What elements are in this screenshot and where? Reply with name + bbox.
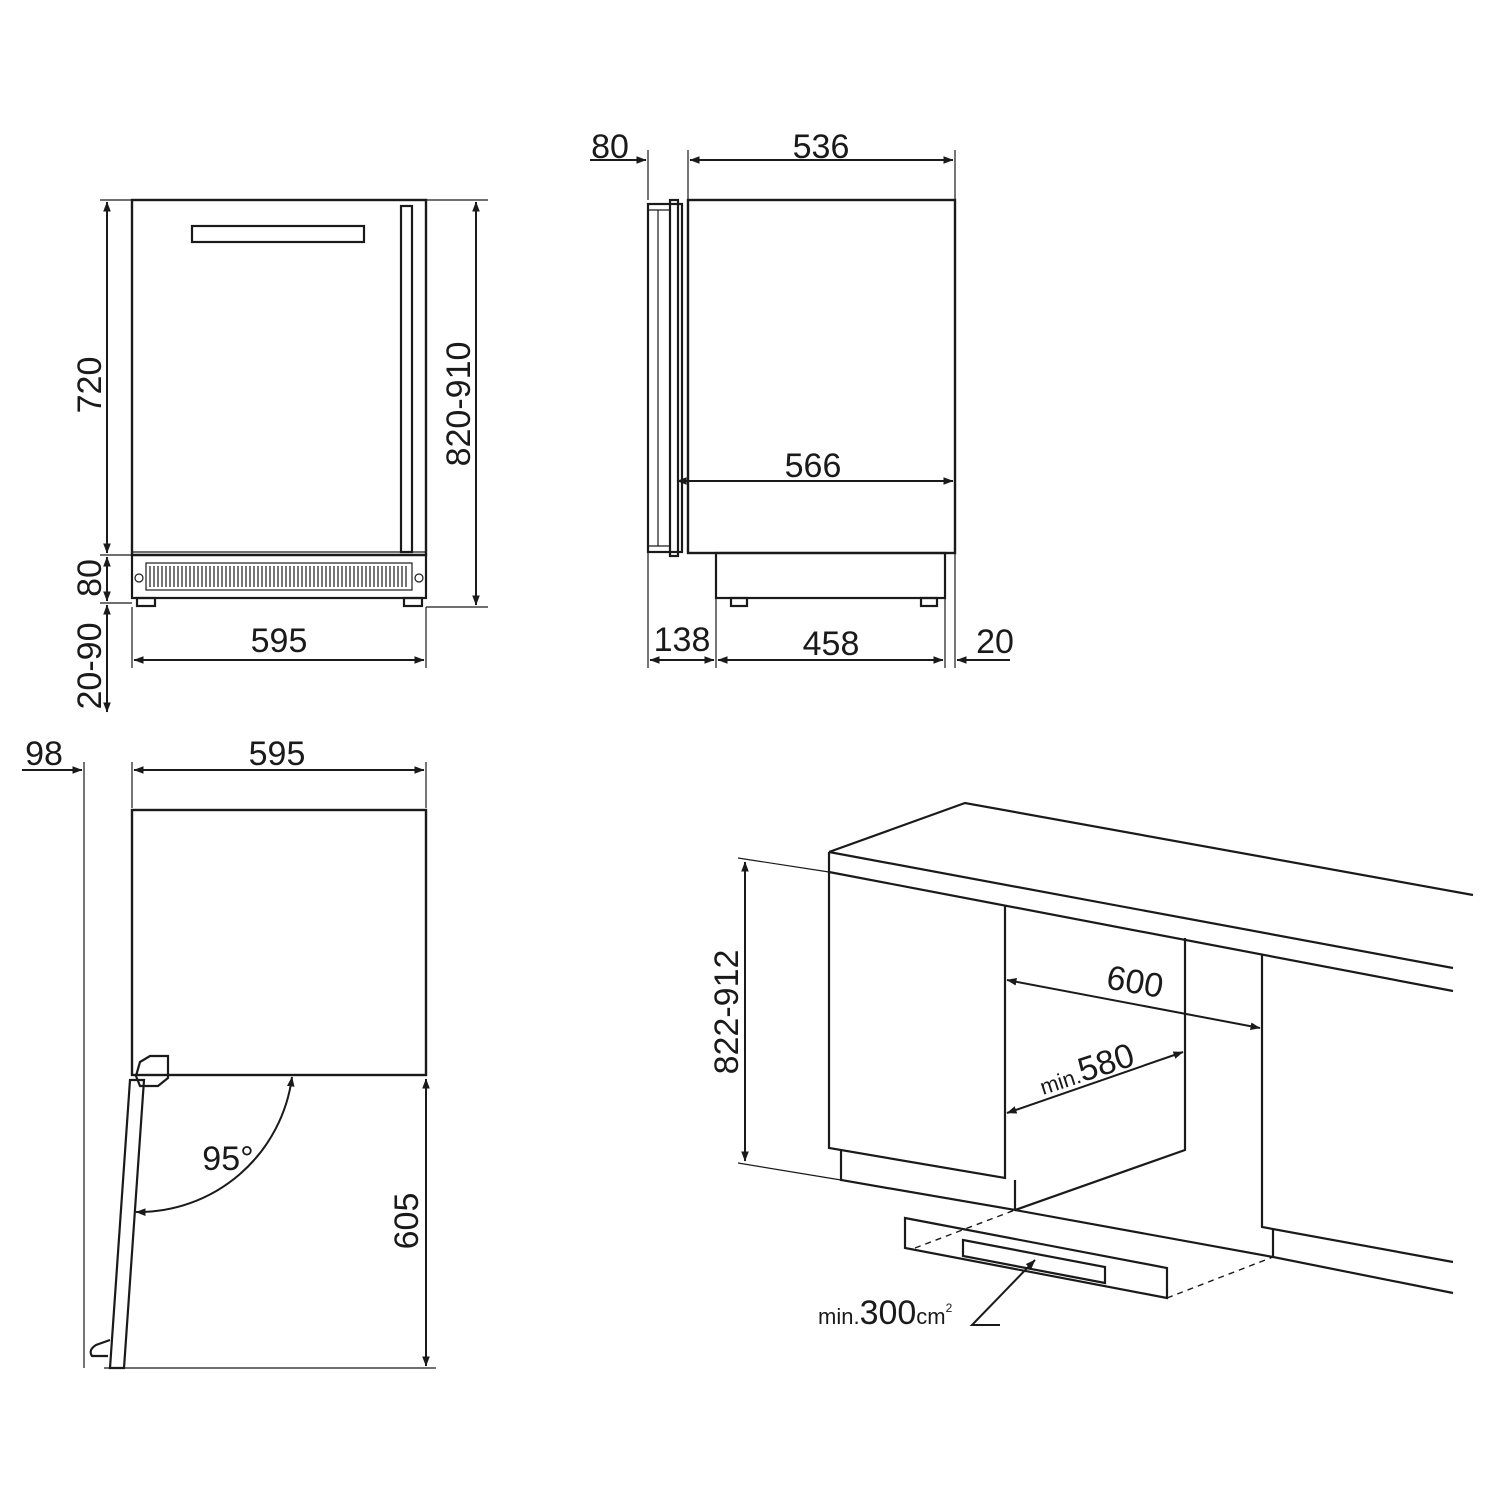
label-536: 536 <box>793 128 850 166</box>
vent-leader <box>969 1259 1036 1326</box>
label-458: 458 <box>803 625 860 663</box>
label-605: 605 <box>388 1193 426 1250</box>
side-view: 80 536 566 138 458 20 <box>590 128 1014 668</box>
label-80-door: 80 <box>591 128 629 166</box>
label-138: 138 <box>654 621 711 659</box>
label-595-front: 595 <box>251 622 308 660</box>
side-foot-front <box>729 596 749 608</box>
label-98: 98 <box>25 735 63 773</box>
front-handle <box>190 224 366 244</box>
appliance-side-body <box>686 198 957 555</box>
right-cabinet <box>1260 954 1454 1264</box>
label-822-912: 822-912 <box>708 950 746 1075</box>
dim-line-600 <box>1006 978 1261 1030</box>
installation-view: 822-912 600 min.580 min.300cm2 <box>708 801 1474 1332</box>
vent-dashed-left <box>914 1209 1016 1249</box>
front-view: 720 80 20-90 820-910 595 <box>71 198 488 713</box>
screw-left <box>134 573 144 583</box>
label-20-90: 20-90 <box>71 623 109 710</box>
appliance-top-body <box>130 808 428 1077</box>
vent-dashed-right <box>1166 1256 1274 1299</box>
plinth <box>130 553 428 600</box>
label-95-degrees: 95° <box>202 1140 253 1178</box>
side-plinth <box>714 551 947 600</box>
door-profile <box>646 198 684 558</box>
worktop-top <box>828 801 1474 897</box>
label-580-value: 580 <box>1073 1036 1139 1090</box>
label-720: 720 <box>71 357 109 414</box>
dim-line-580 <box>1006 1051 1184 1114</box>
open-door <box>108 1078 146 1370</box>
worktop-lower-edge <box>828 870 1454 993</box>
label-595-top: 595 <box>249 735 306 773</box>
right-cabinet-plinth <box>1271 1229 1454 1295</box>
top-view: 95° 98 595 605 <box>22 735 436 1370</box>
label-vent-area: min.300cm2 <box>818 1294 953 1332</box>
appliance-front-body <box>130 198 428 557</box>
label-600: 600 <box>1104 959 1166 1006</box>
angle-arc-95 <box>135 1076 295 1216</box>
worktop-front <box>828 850 1454 970</box>
left-cabinet-plinth <box>839 1150 1017 1212</box>
foot-right <box>402 596 424 608</box>
label-820-910: 820-910 <box>440 342 478 467</box>
label-20-rear: 20 <box>976 623 1014 661</box>
label-566: 566 <box>785 447 842 485</box>
label-580: min.580 <box>1034 1036 1139 1103</box>
side-foot-rear <box>919 596 939 608</box>
door-handle-top <box>89 1338 111 1358</box>
screw-right <box>414 573 424 583</box>
left-cabinet <box>827 872 1007 1180</box>
vent-prefix: min. <box>818 1304 860 1329</box>
vent-unit: cm <box>916 1304 945 1329</box>
label-580-prefix: min. <box>1037 1063 1084 1100</box>
vent-unit-exponent: 2 <box>946 1301 953 1315</box>
niche-floor <box>1014 1208 1274 1259</box>
label-80-plinth: 80 <box>71 559 109 597</box>
vent-value: 300 <box>860 1294 917 1332</box>
foot-left <box>135 596 157 608</box>
ventilation-grille <box>145 562 413 591</box>
vent-opening <box>961 1238 1107 1285</box>
